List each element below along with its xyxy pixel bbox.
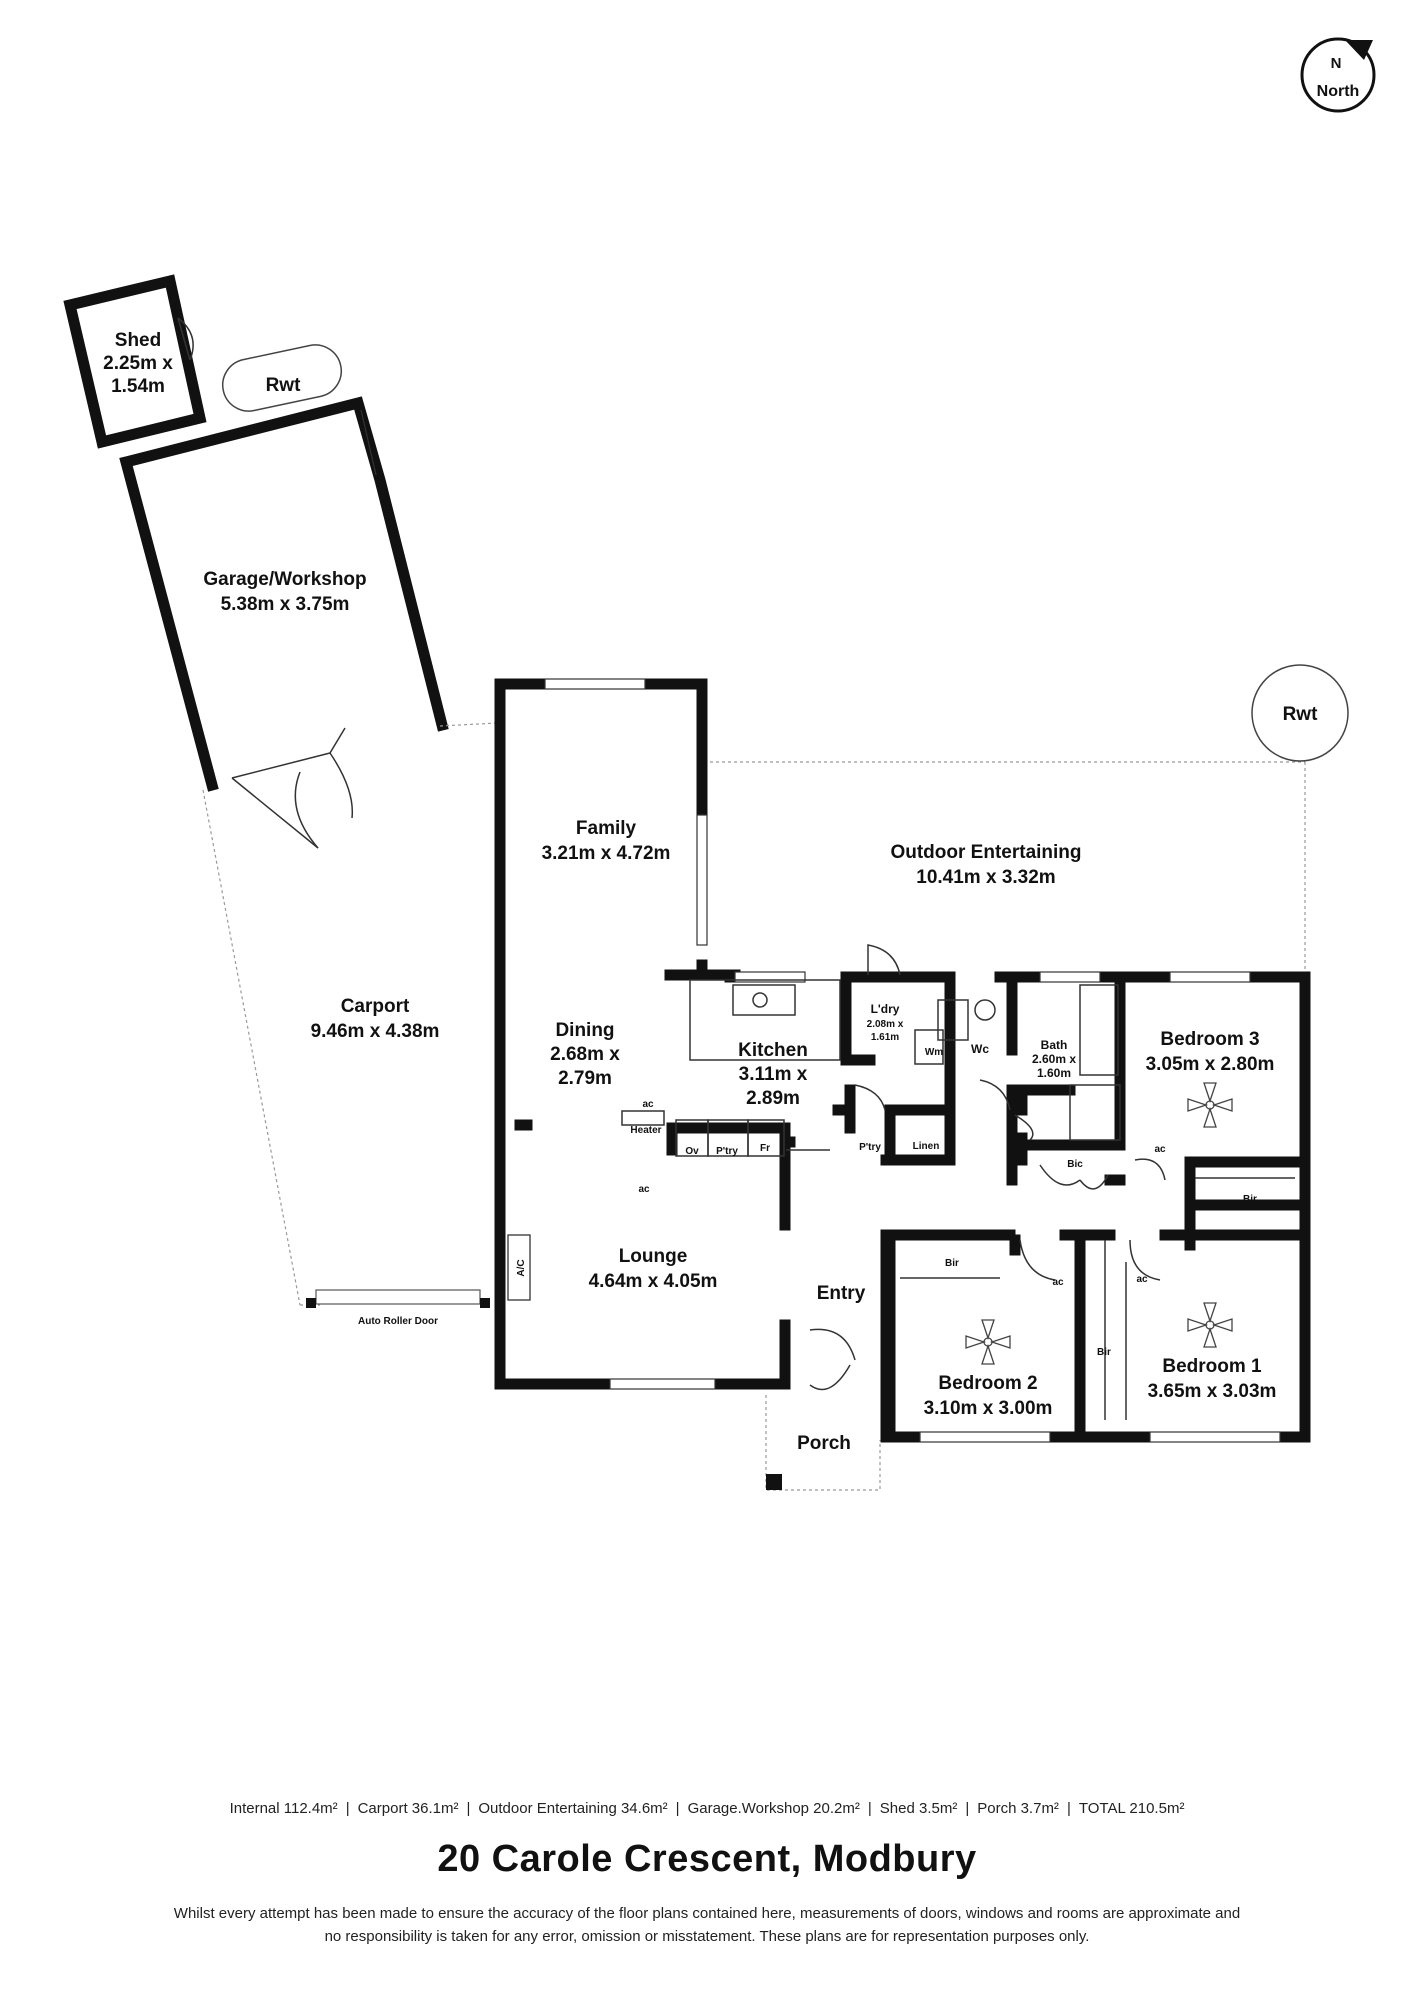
dining-dim-line1: 2.68m x — [550, 1044, 620, 1065]
dining-dim-line2: 2.79m — [558, 1068, 612, 1089]
bic-label: Bic — [1067, 1159, 1083, 1170]
kitchen-dim-line1: 3.11m x — [739, 1064, 808, 1085]
bedroom2-dim: 3.10m x 3.00m — [924, 1398, 1053, 1419]
shed-structure — [63, 274, 207, 449]
bedroom2-name: Bedroom 2 — [938, 1373, 1037, 1394]
outdoor-dim: 10.41m x 3.32m — [916, 867, 1055, 888]
heater-label: Heater — [630, 1125, 661, 1136]
summary-porch: Porch 3.7m² — [977, 1800, 1059, 1817]
laundry-dim-line2: 1.61m — [871, 1032, 899, 1043]
bir-bed2-label: Bir — [945, 1258, 959, 1269]
bir-bed1-label: Bir — [1097, 1347, 1111, 1358]
north-compass-icon: N North — [1300, 37, 1376, 113]
property-address: 20 Carole Crescent, Modbury — [437, 1838, 977, 1880]
disclaimer-line1: Whilst every attempt has been made to en… — [173, 1905, 1241, 1922]
pantry-label: P'try — [716, 1146, 738, 1157]
aircon-unit — [507, 1234, 531, 1301]
rainwater-tank-right — [1251, 664, 1349, 762]
summary-garage: Garage.Workshop 20.2m² — [687, 1800, 860, 1817]
wc-name: Wc — [971, 1042, 989, 1056]
ac-bed1-label: ac — [1136, 1274, 1148, 1285]
bir-bed3-label: Bir — [1243, 1194, 1257, 1205]
ceiling-fan-icon — [965, 1319, 1011, 1365]
outdoor-name: Outdoor Entertaining — [890, 842, 1081, 863]
entry-name: Entry — [817, 1283, 866, 1304]
summary-shed: Shed 3.5m² — [879, 1800, 958, 1817]
ac-bed3-label: ac — [1154, 1144, 1166, 1155]
door-swings — [786, 944, 1295, 1420]
bath-name: Bath — [1041, 1038, 1068, 1052]
oven-label: Ov — [685, 1146, 699, 1157]
laundry-dim-line1: 2.08m x — [867, 1019, 904, 1030]
fridge-label: Fr — [760, 1143, 770, 1154]
compass-letter: N — [1331, 55, 1342, 72]
summary-internal: Internal 112.4m² — [229, 1800, 338, 1817]
bedroom1-dim: 3.65m x 3.03m — [1148, 1381, 1277, 1402]
bedroom1-name: Bedroom 1 — [1162, 1356, 1262, 1377]
shed-dim-line2: 1.54m — [111, 376, 165, 397]
roller-door — [315, 1289, 481, 1305]
roller-door-label: Auto Roller Door — [358, 1316, 438, 1327]
ceiling-fan-icon — [1187, 1302, 1233, 1348]
laundry-name: L'dry — [871, 1002, 900, 1016]
bedroom3-name: Bedroom 3 — [1160, 1029, 1259, 1050]
lounge-name: Lounge — [619, 1246, 688, 1267]
porch-name: Porch — [797, 1433, 851, 1454]
bath-dim-line1: 2.60m x — [1032, 1052, 1076, 1066]
kitchen-fixtures — [621, 979, 1121, 1157]
pantry2-label: P'try — [859, 1142, 881, 1153]
summary-total: TOTAL 210.5m² — [1078, 1800, 1185, 1817]
summary-outdoor: Outdoor Entertaining 34.6m² — [478, 1800, 668, 1817]
porch-outline — [765, 1395, 881, 1491]
washing-machine-label: Wm — [925, 1047, 943, 1058]
area-summary: Internal 112.4m²|Carport 36.1m²|Outdoor … — [229, 1800, 1185, 1817]
carport-outline — [202, 722, 498, 1308]
carport-dim: 9.46m x 4.38m — [311, 1021, 440, 1042]
compass-label: North — [1317, 83, 1360, 100]
shed-dim-line1: 2.25m x — [103, 353, 173, 374]
aircon-unit-label: A/C — [516, 1259, 527, 1276]
garage-name: Garage/Workshop — [203, 569, 366, 590]
garage-dim: 5.38m x 3.75m — [221, 594, 350, 615]
shed-name: Shed — [115, 330, 161, 351]
disclaimer-line2: no responsibility is taken for any error… — [324, 1928, 1090, 1945]
bath-dim-line2: 1.60m — [1037, 1066, 1071, 1080]
lounge-dim: 4.64m x 4.05m — [589, 1271, 718, 1292]
ceiling-fan-icon — [1187, 1082, 1233, 1128]
bedroom3-dim: 3.05m x 2.80m — [1146, 1054, 1275, 1075]
ac-dining-label: ac — [642, 1099, 654, 1110]
windows — [544, 678, 1281, 1443]
ac-lounge-label: ac — [638, 1184, 650, 1195]
linen-label: Linen — [913, 1141, 940, 1152]
rwt-right-label: Rwt — [1283, 704, 1319, 725]
ac-bed2-label: ac — [1052, 1277, 1064, 1288]
kitchen-name: Kitchen — [738, 1040, 808, 1061]
family-dim: 3.21m x 4.72m — [542, 843, 671, 864]
disclaimer: Whilst every attempt has been made to en… — [90, 1902, 1324, 1948]
carport-name: Carport — [341, 996, 410, 1017]
summary-carport: Carport 36.1m² — [357, 1800, 459, 1817]
garage-structure — [119, 396, 449, 849]
family-name: Family — [576, 818, 637, 839]
rwt-left-label: Rwt — [266, 375, 302, 396]
kitchen-dim-line2: 2.89m — [746, 1088, 800, 1109]
outdoor-entertaining-outline — [710, 761, 1306, 970]
dining-name: Dining — [555, 1020, 614, 1041]
rainwater-tank-left — [221, 344, 343, 412]
house-walls — [494, 678, 1311, 1443]
